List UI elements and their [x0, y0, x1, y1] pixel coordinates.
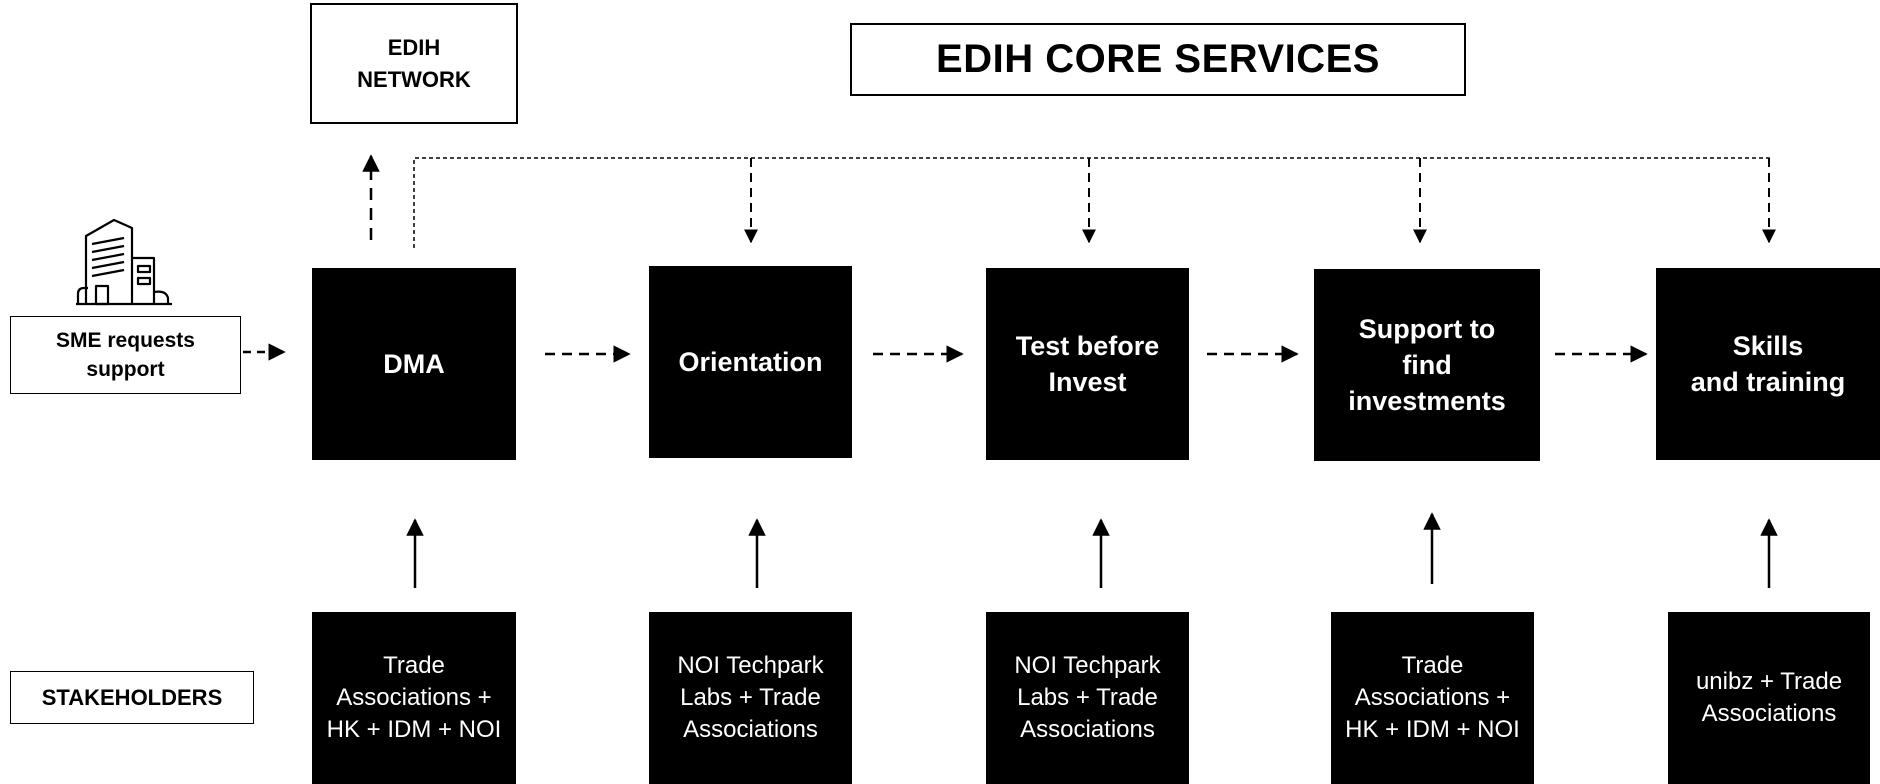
- services-bus-line: [413, 157, 1770, 248]
- stakeholder-label: unibz + Trade Associations: [1695, 668, 1843, 727]
- stakeholder-box-test-before-invest: NOI Techpark Labs + Trade Associations: [986, 612, 1189, 784]
- stakeholder-label: NOI Techpark Labs + Trade Associations: [1014, 652, 1161, 743]
- stakeholder-box-dma: Trade Associations + HK + IDM + NOI: [312, 612, 516, 784]
- service-label: Orientation: [678, 347, 823, 377]
- service-label: DMA: [383, 349, 445, 379]
- stakeholder-box-support-investments: Trade Associations + HK + IDM + NOI: [1331, 612, 1534, 784]
- stakeholder-label: NOI Techpark Labs + Trade Associations: [677, 652, 824, 743]
- edih-network-box: EDIH NETWORK: [310, 3, 518, 124]
- stakeholders-label-box: STAKEHOLDERS: [10, 671, 254, 724]
- service-label: Test before Invest: [1015, 331, 1160, 397]
- service-label: Skills and training: [1690, 331, 1846, 397]
- edih-network-label: EDIH NETWORK: [357, 34, 471, 92]
- sme-requests-label: SME requests support: [56, 329, 195, 381]
- service-box-support-investments: Support to find investments: [1314, 269, 1540, 461]
- stakeholder-label: Trade Associations + HK + IDM + NOI: [1345, 652, 1520, 743]
- service-label: Support to find investments: [1348, 314, 1506, 416]
- service-box-test-before-invest: Test before Invest: [986, 268, 1189, 460]
- service-box-orientation: Orientation: [649, 266, 852, 458]
- service-box-dma: DMA: [312, 268, 516, 460]
- service-box-skills-training: Skills and training: [1656, 268, 1880, 460]
- stakeholder-box-skills-training: unibz + Trade Associations: [1668, 612, 1870, 784]
- stakeholders-label: STAKEHOLDERS: [41, 684, 223, 710]
- diagram-title: EDIH CORE SERVICES: [850, 23, 1466, 96]
- diagram-title-text: EDIH CORE SERVICES: [936, 37, 1380, 81]
- sme-requests-box: SME requests support: [10, 316, 241, 394]
- office-building-icon: [76, 218, 172, 306]
- stakeholder-box-orientation: NOI Techpark Labs + Trade Associations: [649, 612, 852, 784]
- stakeholder-label: Trade Associations + HK + IDM + NOI: [326, 652, 502, 743]
